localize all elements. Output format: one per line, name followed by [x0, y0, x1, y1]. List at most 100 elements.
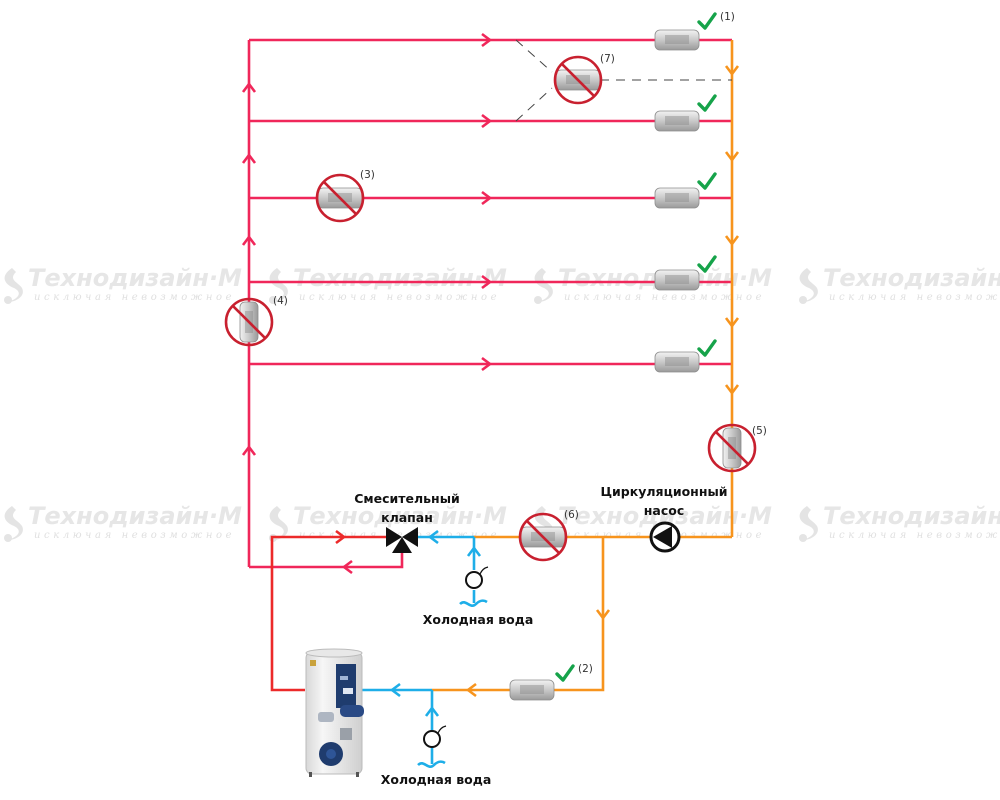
- filter-label-plate: [665, 35, 689, 44]
- flow-arrow: [424, 705, 440, 717]
- prohibited-icon: [707, 423, 757, 473]
- prohibited-slash: [322, 180, 358, 216]
- watermark-logo-icon: [4, 506, 23, 542]
- watermark-brand: Технодизайн·М: [823, 502, 1000, 530]
- filter-device-b3[interactable]: [654, 172, 717, 209]
- filter-device-3[interactable]: (3): [315, 169, 375, 223]
- mixing-valve-icon[interactable]: [386, 527, 418, 553]
- cold-source-1: [459, 599, 488, 607]
- flow-arrow: [724, 65, 740, 77]
- device-number-label: (2): [578, 663, 593, 675]
- watermark-brand: Технодизайн·М: [28, 502, 242, 530]
- check-icon: [555, 664, 575, 682]
- flow-arrow: [724, 151, 740, 163]
- filter-device-7[interactable]: (7): [553, 53, 615, 105]
- flow-arrow: [724, 235, 740, 247]
- device-number-label: (7): [600, 53, 615, 65]
- check-icon: [697, 12, 717, 30]
- flow-arrow: [389, 682, 401, 698]
- cold-water-label-1: Холодная вода: [423, 612, 534, 627]
- cold-water-meter-2: [423, 725, 447, 748]
- filter-label-plate: [665, 275, 689, 284]
- filter-device-5[interactable]: (5): [707, 423, 767, 473]
- prohibited-slash: [525, 519, 561, 555]
- water-heater[interactable]: [305, 648, 364, 777]
- watermark-slogan: исключая невозможное: [829, 530, 1000, 541]
- filter-device-2[interactable]: (2): [509, 663, 593, 701]
- flow-arrow: [481, 274, 493, 290]
- filter-device-b4[interactable]: [654, 255, 717, 291]
- flow-arrow: [724, 317, 740, 329]
- watermark-logo-icon: [4, 268, 23, 304]
- watermark-brand: Технодизайн·М: [293, 502, 507, 530]
- watermark-brand: Технодизайн·М: [823, 264, 1000, 292]
- filter-body: [654, 110, 700, 132]
- filter-body: [654, 187, 700, 209]
- flow-arrow: [241, 234, 257, 246]
- flow-arrow: [427, 529, 439, 545]
- flow-arrow: [724, 384, 740, 396]
- pump-label-line2: насос: [644, 503, 684, 518]
- filter-devices: (1) (7) (3) (4) (5) (6) (2): [224, 11, 767, 701]
- flow-arrow: [341, 559, 353, 575]
- filter-device-4[interactable]: (4): [224, 295, 288, 347]
- flow-arrow: [481, 356, 493, 372]
- cold-water-meter-1: [465, 566, 489, 589]
- filter-label-plate: [520, 685, 544, 694]
- flow-arrow: [595, 609, 611, 621]
- filter-device-b5[interactable]: [654, 339, 717, 373]
- filter-body: [654, 29, 700, 51]
- watermark-brand: Технодизайн·М: [28, 264, 242, 292]
- prohibited-icon: [224, 297, 274, 347]
- cold-source-2: [417, 760, 446, 768]
- filter-device-6[interactable]: (6): [518, 509, 579, 562]
- watermark-logo-icon: [799, 268, 818, 304]
- watermark-slogan: исключая невозможное: [299, 292, 500, 303]
- watermark-slogan: исключая невозможное: [829, 292, 1000, 303]
- watermark-slogan: исключая невозможное: [564, 292, 765, 303]
- watermark-logo-icon: [799, 506, 818, 542]
- flow-arrow: [465, 682, 477, 698]
- device-number-label: (5): [752, 425, 767, 437]
- filter-body: [654, 269, 700, 291]
- watermark-brand: Технодизайн·М: [293, 264, 507, 292]
- cold-water-label-2: Холодная вода: [381, 772, 492, 787]
- prohibited-slash: [231, 304, 267, 340]
- flow-arrow: [335, 529, 347, 545]
- flow-arrow: [481, 32, 493, 48]
- prohibited-icon: [553, 55, 603, 105]
- check-icon: [697, 339, 717, 357]
- filter-body: [654, 351, 700, 373]
- filter-body: [509, 679, 555, 701]
- check-icon: [697, 172, 717, 190]
- filter-device-b2[interactable]: [654, 94, 717, 132]
- watermark-slogan: исключая невозможное: [34, 530, 235, 541]
- check-icon: [697, 255, 717, 273]
- check-icon: [697, 94, 717, 112]
- mixing-valve-label-line1: Смесительный: [354, 491, 460, 506]
- circulation-pump-icon[interactable]: [649, 521, 681, 553]
- filter-device-1[interactable]: (1): [654, 11, 735, 51]
- watermark-logo-icon: [534, 268, 553, 304]
- device-number-label: (6): [564, 509, 579, 521]
- boiler-outlet-pipe: [270, 535, 386, 692]
- filter-label-plate: [665, 193, 689, 202]
- cold-water-pipes: [362, 529, 488, 768]
- filter-label-plate: [665, 116, 689, 125]
- filter-label-plate: [665, 357, 689, 366]
- prohibited-icon: [315, 173, 365, 223]
- return-to-heater: [432, 537, 605, 692]
- flow-arrow: [466, 545, 482, 557]
- pump-label-line1: Циркуляционный: [600, 484, 727, 499]
- hot-boiler-pipe: [270, 529, 386, 692]
- flow-arrow: [481, 190, 493, 206]
- flow-arrow: [481, 113, 493, 129]
- watermark-slogan: исключая невозможное: [34, 292, 235, 303]
- device-number-label: (3): [360, 169, 375, 181]
